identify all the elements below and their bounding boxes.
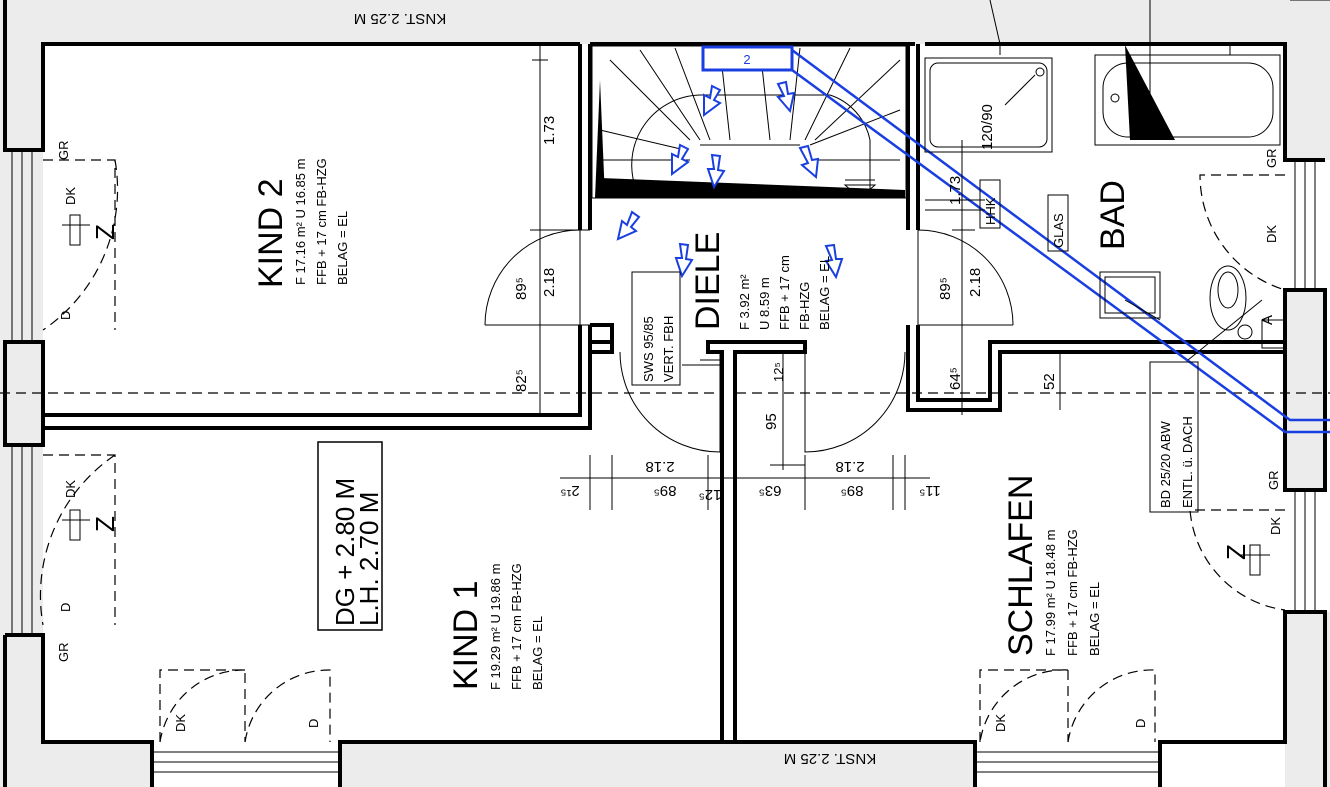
- window-label-dk: DK: [993, 714, 1008, 732]
- dim-bad-645: 64⁵: [947, 367, 964, 390]
- window-label-gr: GR: [1266, 471, 1281, 491]
- dim-895-right: 89⁵: [841, 482, 864, 499]
- room-covering-diele: BELAG = EL: [817, 256, 832, 330]
- stair-number-box: [701, 45, 794, 72]
- schlafen-note-entl: ENTL. ü. DACH: [1180, 416, 1195, 508]
- level-height: DG + 2.80 M: [330, 478, 360, 626]
- window-label-dk: DK: [63, 187, 78, 205]
- room-covering-schlafen: BELAG = EL: [1087, 582, 1102, 656]
- hhk-box: [979, 179, 1001, 229]
- dim-115: 11⁵: [919, 482, 941, 499]
- dimension-labels: 1.73 89⁵ 2.18 82⁵ 1.73 89⁵ 2.18 64⁵ 52 1…: [513, 116, 1058, 503]
- window-label-dk: DK: [173, 714, 188, 732]
- window-label-d: D: [1133, 719, 1148, 728]
- direction-arrows: [616, 80, 844, 280]
- room-floor-diele: FFB + 17 cm: [777, 255, 792, 330]
- dim-bad-173: 1.73: [947, 176, 964, 205]
- window-label-dk: DK: [63, 480, 78, 498]
- window-label-z: Z: [90, 516, 120, 532]
- interior-walls: [43, 44, 1285, 744]
- room-area-kind1: F 19.29 m² U 19.86 m: [488, 564, 503, 690]
- window-label-d: D: [58, 311, 73, 320]
- dim-kind2-218: 2.18: [541, 268, 558, 297]
- shower-size: 120/90: [979, 104, 996, 150]
- dim-125-vertical: 12⁵: [771, 362, 786, 382]
- diele-note-box: [631, 271, 681, 386]
- window-label-gr: GR: [1264, 149, 1279, 169]
- room-covering-kind2: BELAG = EL: [335, 211, 350, 285]
- window-labels: GR DK D Z DK Z D GR DK D DK D GR DK GR D…: [56, 141, 1283, 733]
- room-floor-kind1: FFB + 17 cm FB-HZG: [509, 563, 524, 690]
- window-label-d: D: [306, 719, 321, 728]
- diele-note-sws: SWS 95/85: [641, 316, 656, 382]
- dim-kind2-173: 1.73: [541, 116, 558, 145]
- level-box: [317, 441, 383, 631]
- dim-218-right: 2.18: [835, 458, 864, 475]
- room-covering-kind1: BELAG = EL: [530, 616, 545, 690]
- bath-fixtures: [924, 0, 1286, 361]
- a-label: A: [1259, 315, 1276, 325]
- dim-215: 2¹⁵: [560, 482, 580, 499]
- room-heating-diele: FB-HZG: [797, 282, 812, 330]
- glas-label: GLAS: [1051, 213, 1066, 248]
- schlafen-note-bd: BD 25/20 ABW: [1158, 421, 1173, 508]
- dim-218-left: 2.18: [645, 458, 674, 475]
- hhk-label: HHK: [983, 197, 998, 225]
- dim-895-left: 89⁵: [654, 482, 677, 499]
- duct-line: [791, 48, 1330, 434]
- schlafen-note-box: [1149, 361, 1199, 513]
- room-area-schlafen: F 17.99 m² U 18.48 m: [1043, 530, 1058, 656]
- dimension-lines: [530, 44, 1061, 510]
- top-ceiling-note: KNST. 2.25 M: [354, 10, 447, 27]
- room-floor-schlafen: FFB + 17 cm FB-HZG: [1065, 529, 1080, 656]
- staircase: 2: [591, 45, 907, 199]
- clear-height: L.H. 2.70 M: [354, 492, 384, 626]
- window-label-dk: DK: [1264, 225, 1279, 243]
- window-label-gr: GR: [56, 643, 71, 663]
- dim-125: 12⁵: [699, 486, 722, 503]
- room-perimeter-diele: U 8.59 m: [757, 277, 772, 330]
- window-label-dk: DK: [1268, 517, 1283, 535]
- dim-52: 52: [1041, 373, 1058, 390]
- glas-box: [1047, 194, 1069, 252]
- doors: [39, 159, 1286, 743]
- window-label-z: Z: [1221, 544, 1251, 560]
- bottom-ceiling-note: KNST. 2.25 M: [784, 750, 877, 767]
- dim-635: 63⁵: [759, 482, 782, 499]
- dim-bad-218: 2.18: [967, 268, 984, 297]
- room-name-kind1: KIND 1: [447, 580, 485, 690]
- room-floor-kind2: FFB + 17 cm FB-HZG: [314, 158, 329, 285]
- window-label-z: Z: [90, 224, 120, 240]
- room-area-diele: F 3.92 m²: [737, 274, 752, 330]
- stair-number: 2: [743, 52, 750, 67]
- room-area-kind2: F 17.16 m² U 16.85 m: [293, 159, 308, 285]
- dim-95: 95: [763, 413, 780, 430]
- dim-bad-895: 89⁵: [937, 277, 954, 300]
- dim-kind2-895: 89⁵: [513, 277, 530, 300]
- room-name-schlafen: SCHLAFEN: [1002, 475, 1040, 656]
- room-name-diele: DIELE: [689, 232, 727, 330]
- diele-note-fbh: VERT. FBH: [661, 316, 676, 382]
- dim-kind2-825: 82⁵: [513, 369, 530, 392]
- window-label-d: D: [58, 603, 73, 612]
- room-name-bad: BAD: [1094, 180, 1132, 250]
- room-name-kind2: KIND 2: [252, 178, 290, 288]
- window-label-gr: GR: [56, 141, 71, 161]
